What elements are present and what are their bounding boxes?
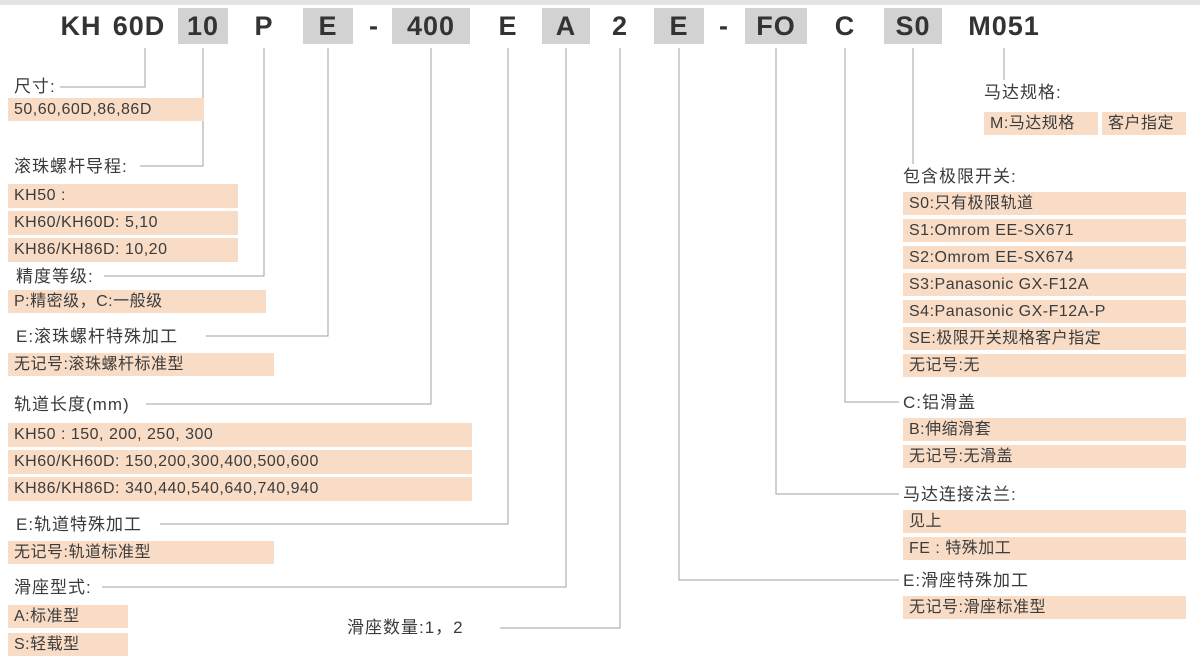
cover-option: B:伸缩滑套: [903, 418, 1186, 441]
rail-length-option: KH86/KH86D: 340,440,540,640,740,940: [8, 477, 472, 501]
leader-rail-length: [146, 48, 432, 405]
screw-special-group-title: E:滚珠螺杆特殊加工: [16, 327, 179, 346]
cover-option: 无记号:无滑盖: [903, 445, 1186, 468]
rail-special-group-title: E:轨道特殊加工: [16, 515, 143, 534]
accuracy-option: P:精密级，C:一般级: [8, 290, 266, 313]
screw-lead-option: KH50 :: [8, 184, 238, 208]
cover-group-title: C:铝滑盖: [903, 393, 976, 412]
leader-rail-special: [160, 48, 509, 525]
leader-motor-flange: [775, 48, 899, 495]
screw-lead-group-title: 滚珠螺杆导程:: [14, 157, 128, 176]
code-segment-size: 60D: [112, 11, 166, 41]
leader-cover: [844, 48, 899, 403]
screw-lead-option: KH86/KH86D: 10,20: [8, 238, 238, 262]
limit-switch-option: SE:极限开关规格客户指定: [903, 327, 1186, 350]
code-segment-rail-special: E: [498, 11, 518, 41]
code-segment-slider-count: 2: [611, 11, 629, 41]
motor-flange-group-title: 马达连接法兰:: [903, 485, 1017, 504]
limit-switch-option: 无记号:无: [903, 354, 1186, 377]
motor-flange-option: 见上: [903, 510, 1186, 533]
rail-length-group-title: 轨道长度(mm): [14, 395, 130, 414]
rail-length-option: KH50 : 150, 200, 250, 300: [8, 423, 472, 447]
slider-count-label: 滑座数量:1，2: [347, 618, 464, 637]
code-segment-slider-special: E: [654, 8, 704, 44]
motor-spec-option: 客户指定: [1102, 112, 1186, 135]
slider-special-group-title: E:滑座特殊加工: [903, 571, 1030, 590]
leader-accuracy: [104, 48, 265, 277]
leader-screw-special: [206, 48, 329, 337]
limit-switch-option: S3:Panasonic GX-F12A: [903, 273, 1186, 296]
code-segment-flange: FO: [745, 8, 807, 44]
motor-spec-option: M:马达规格: [984, 112, 1098, 135]
limit-switch-option: S2:Omrom EE-SX674: [903, 246, 1186, 269]
size-group-title: 尺寸:: [14, 77, 56, 96]
slider-type-option: S:轻载型: [8, 633, 128, 656]
motor-spec-group-title: 马达规格:: [984, 83, 1062, 102]
size-option: 50,60,60D,86,86D: [8, 98, 204, 121]
code-segment-screw-lead: 10: [178, 8, 228, 44]
slider-type-group-title: 滑座型式:: [14, 578, 92, 597]
screw-lead-option: KH60/KH60D: 5,10: [8, 211, 238, 235]
accuracy-group-title: 精度等级:: [16, 267, 94, 286]
code-segment-limit-switch: S0: [884, 8, 942, 44]
code-segment-dash-1: -: [369, 11, 379, 41]
screw-special-option: 无记号:滚珠螺杆标准型: [8, 353, 274, 376]
slider-type-option: A:标准型: [8, 605, 128, 628]
code-segment-cover: C: [834, 11, 856, 41]
code-segment-accuracy: P: [254, 11, 274, 41]
code-segment-screw-special: E: [303, 8, 353, 44]
code-segment-dash-2: -: [719, 11, 729, 41]
code-segment-series: KH: [60, 11, 102, 41]
leader-slider-type: [102, 48, 567, 588]
slider-special-option: 无记号:滑座标准型: [903, 596, 1186, 619]
motor-flange-option: FE : 特殊加工: [903, 537, 1186, 560]
code-segment-slider-type: A: [542, 8, 590, 44]
limit-switch-group-title: 包含极限开关:: [903, 167, 1017, 186]
rail-special-option: 无记号:轨道标准型: [8, 541, 274, 564]
leader-screw-lead: [140, 48, 204, 167]
leader-slider-special: [678, 48, 899, 581]
limit-switch-option: S0:只有极限轨道: [903, 192, 1186, 215]
leader-slider-count: [500, 48, 621, 629]
code-segment-rail-length: 400: [392, 8, 470, 44]
limit-switch-option: S4:Panasonic GX-F12A-P: [903, 300, 1186, 323]
leader-size: [60, 48, 146, 88]
top-rule: [0, 0, 1200, 5]
code-segment-motor: M051: [968, 11, 1040, 41]
rail-length-option: KH60/KH60D: 150,200,300,400,500,600: [8, 450, 472, 474]
limit-switch-option: S1:Omrom EE-SX671: [903, 219, 1186, 242]
